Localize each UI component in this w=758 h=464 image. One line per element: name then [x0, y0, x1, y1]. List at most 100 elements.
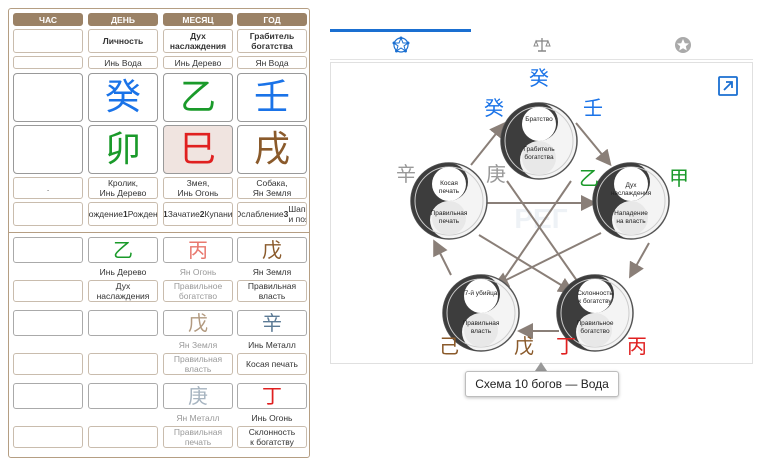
hidden-stem-1-3-char: 辛 — [262, 311, 282, 335]
stem-element-0 — [13, 56, 83, 69]
heavenly-stem-2: 乙 — [163, 73, 233, 122]
hidden-element-1-3: Инь Металл — [237, 339, 307, 350]
hidden-element-2-3: Инь Огонь — [237, 412, 307, 423]
stem-label-6: 丙 — [627, 334, 647, 358]
relation-arrow — [470, 121, 506, 166]
ten-god-title-2: Дух наслаждения — [163, 29, 233, 53]
scales-icon — [532, 38, 551, 52]
relation-arrow — [490, 180, 572, 299]
stem-label-10: 庚 — [486, 162, 506, 186]
hidden-god-0-3: Правильная власть — [237, 280, 307, 302]
hidden-god-0-2: Правильное богатство — [163, 280, 233, 302]
stem-label-3: 乙 — [579, 166, 599, 190]
hidden-stem-2-3-char: 丁 — [262, 384, 282, 408]
heavenly-stem-3: 壬 — [237, 73, 307, 122]
hidden-element-0-2: Ян Огонь — [163, 266, 233, 277]
earthly-branch-1: 卯 — [88, 125, 158, 174]
relation-arrow — [492, 232, 602, 287]
circle-label: 7-й убийца — [465, 289, 498, 297]
heavenly-stem-3-char: 壬 — [253, 76, 290, 118]
pillar-header-3: ГОД — [237, 13, 307, 26]
element-circle-0 — [500, 102, 578, 180]
stem-label-0: 癸 — [529, 66, 549, 90]
hidden-stem-2-0 — [13, 383, 83, 409]
hidden-god-1-2: Правильная власть — [163, 353, 233, 375]
branch-desc-0: . — [13, 177, 83, 199]
tab-pentagram[interactable] — [330, 29, 471, 61]
growth-stage-1: 1 Рождение1 Рождение — [88, 202, 158, 226]
ten-god-title-1: Личность — [88, 29, 158, 53]
stem-label-2: 壬 — [583, 96, 603, 120]
hidden-god-0-0 — [13, 280, 83, 302]
hidden-god-0-1: Дух наслаждения — [88, 280, 158, 302]
stem-label-8: 戊 — [514, 334, 534, 358]
pillar-header-2: МЕСЯЦ — [163, 13, 233, 26]
hidden-stem-2-2-char: 庚 — [188, 384, 208, 408]
ten-god-title-0 — [13, 29, 83, 53]
hidden-stem-1-0 — [13, 310, 83, 336]
hidden-stem-2-3: 丁 — [237, 383, 307, 409]
hidden-god-1-1 — [88, 353, 158, 375]
hidden-element-0-3: Ян Земля — [237, 266, 307, 277]
relation-arrow — [629, 242, 650, 279]
hidden-god-1-0 — [13, 353, 83, 375]
stem-label-4: 甲 — [669, 166, 689, 190]
active-tab-indicator — [330, 29, 471, 32]
stem-element-1: Инь Вода — [88, 56, 158, 69]
branch-desc-2: Змея, Инь Огонь — [163, 177, 233, 199]
arrows — [433, 121, 650, 339]
hidden-stem-0-3-char: 戊 — [262, 238, 282, 262]
pillar-header-1: ДЕНЬ — [88, 13, 158, 26]
section-divider — [8, 232, 310, 233]
earthly-branch-3: 戌 — [237, 125, 307, 174]
heavenly-stem-1-char: 癸 — [104, 76, 141, 118]
stem-label-5: 丁 — [556, 334, 576, 358]
hidden-stem-0-3: 戊 — [237, 237, 307, 263]
stem-label-7: 己 — [439, 334, 459, 358]
element-circle-4 — [410, 162, 488, 240]
stem-label-1: 癸 — [484, 96, 504, 120]
relation-arrow — [433, 239, 452, 276]
hidden-element-1-1 — [88, 339, 158, 350]
scheme-tooltip: Схема 10 богов — Вода — [465, 371, 619, 397]
hidden-stem-0-2-char: 丙 — [188, 238, 208, 262]
hidden-element-1-2: Ян Земля — [163, 339, 233, 350]
heavenly-stem-1: 癸 — [88, 73, 158, 122]
hidden-god-2-3: Склонность к богатству — [237, 426, 307, 448]
hidden-stem-1-1 — [88, 310, 158, 336]
expand-icon[interactable] — [718, 76, 738, 96]
hidden-stem-0-2: 丙 — [163, 237, 233, 263]
pentagram-icon — [392, 36, 409, 53]
hidden-god-1-3: Косая печать — [237, 353, 307, 375]
hidden-element-0-0 — [13, 266, 83, 277]
hidden-god-2-2: Правильная печать — [163, 426, 233, 448]
tabbar-divider — [330, 59, 753, 60]
hidden-stem-0-0 — [13, 237, 83, 263]
hidden-stem-1-2-char: 戊 — [188, 311, 208, 335]
hidden-stem-0-1: 乙 — [88, 237, 158, 263]
hidden-element-2-1 — [88, 412, 158, 423]
branch-desc-1: Кролик, Инь Дерево — [88, 177, 158, 199]
hidden-element-2-0 — [13, 412, 83, 423]
stem-labels: 癸癸壬乙甲丁丙己戊辛庚 — [396, 66, 689, 358]
scheme-tabs — [330, 29, 753, 61]
tab-scales[interactable] — [471, 29, 612, 61]
element-circle-2 — [556, 274, 634, 352]
hidden-stem-1-3: 辛 — [237, 310, 307, 336]
hidden-element-0-1: Инь Дерево — [88, 266, 158, 277]
hidden-stem-2-1 — [88, 383, 158, 409]
tab-badge[interactable] — [612, 29, 753, 61]
hidden-stem-0-1-char: 乙 — [113, 238, 133, 262]
